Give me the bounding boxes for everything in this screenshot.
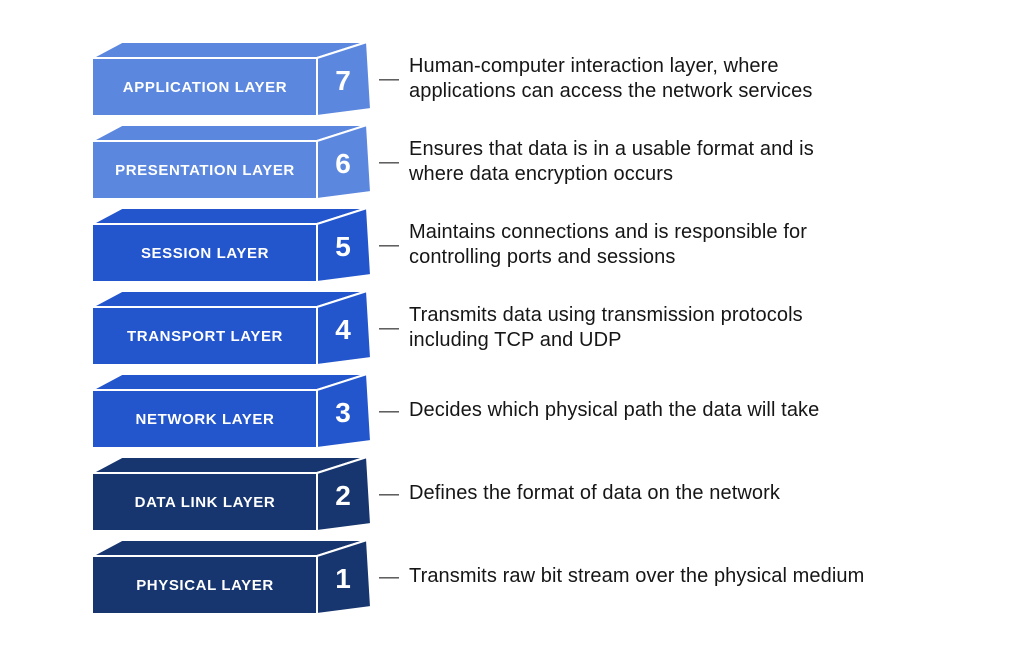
layer-description: Defines the format of data on the networ…: [409, 482, 780, 504]
layer-name-label: SESSION LAYER: [141, 245, 269, 262]
box-front-face: [92, 222, 318, 283]
osi-layer-row: NETWORK LAYER 3 — Decides which physical…: [92, 369, 1012, 452]
osi-layer-row: SESSION LAYER 5 — Maintains connections …: [92, 203, 1012, 286]
connector-dash: —: [379, 316, 399, 339]
layer-number-label: 6: [335, 148, 351, 179]
layer-number-label: 5: [335, 231, 351, 262]
layer-3d-box: SESSION LAYER 5: [92, 206, 372, 283]
connector-dash: —: [379, 67, 399, 90]
layer-name-label: PRESENTATION LAYER: [115, 162, 295, 179]
layer-name-label: PHYSICAL LAYER: [136, 577, 274, 594]
osi-layer-row: DATA LINK LAYER 2 — Defines the format o…: [92, 452, 1012, 535]
layer-3d-box: PHYSICAL LAYER 1: [92, 538, 372, 615]
layer-number-label: 3: [335, 397, 351, 428]
box-front-face: [92, 471, 318, 532]
box-front-face: [92, 139, 318, 200]
layer-description: Maintains connections and is responsible…: [409, 220, 807, 268]
box-front-face: [92, 388, 318, 449]
osi-layer-row: PRESENTATION LAYER 6 — Ensures that data…: [92, 120, 1012, 203]
layer-3d-box: NETWORK LAYER 3: [92, 372, 372, 449]
osi-rows-container: APPLICATION LAYER 7 — Human-computer int…: [92, 37, 1012, 618]
connector-dash: —: [379, 233, 399, 256]
layer-description: Ensures that data is in a usable format …: [409, 137, 814, 185]
layer-number-label: 2: [335, 480, 351, 511]
layer-name-label: APPLICATION LAYER: [123, 79, 287, 96]
layer-number-label: 1: [335, 563, 351, 594]
connector-dash: —: [379, 482, 399, 505]
osi-layer-row: APPLICATION LAYER 7 — Human-computer int…: [92, 37, 1012, 120]
layer-description: Transmits data using transmission protoc…: [409, 303, 803, 351]
layer-description: Human-computer interaction layer, where …: [409, 54, 813, 102]
layer-description: Decides which physical path the data wil…: [409, 399, 820, 421]
connector-dash: —: [379, 399, 399, 422]
connector-dash: —: [379, 150, 399, 173]
layer-name-label: TRANSPORT LAYER: [127, 328, 283, 345]
layer-number-label: 4: [335, 314, 351, 345]
layer-name-label: NETWORK LAYER: [136, 411, 275, 428]
layer-3d-box: DATA LINK LAYER 2: [92, 455, 372, 532]
layer-3d-box: PRESENTATION LAYER 6: [92, 123, 372, 200]
osi-layer-row: TRANSPORT LAYER 4 — Transmits data using…: [92, 286, 1012, 369]
layer-name-label: DATA LINK LAYER: [135, 494, 276, 511]
box-front-face: [92, 554, 318, 615]
layer-3d-box: TRANSPORT LAYER 4: [92, 289, 372, 366]
layer-3d-box: APPLICATION LAYER 7: [92, 40, 372, 117]
layer-number-label: 7: [335, 65, 351, 96]
osi-layer-row: PHYSICAL LAYER 1 — Transmits raw bit str…: [92, 535, 1012, 618]
connector-dash: —: [379, 565, 399, 588]
box-front-face: [92, 305, 318, 366]
box-front-face: [92, 56, 318, 117]
layer-description: Transmits raw bit stream over the physic…: [409, 565, 865, 587]
